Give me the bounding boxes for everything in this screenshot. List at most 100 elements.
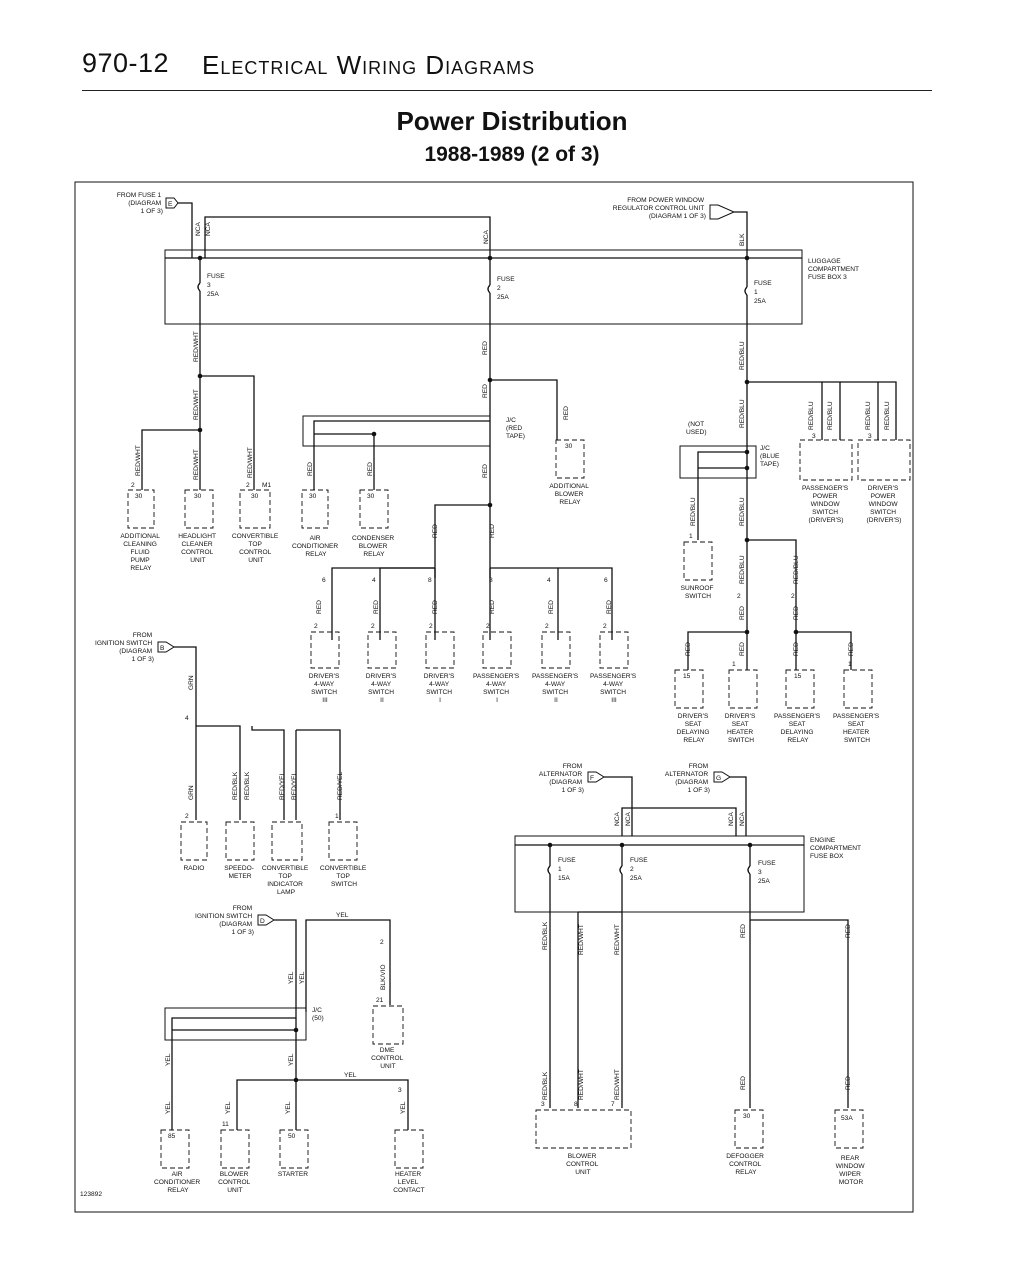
svg-text:BLOWER CONTROL UNI: BLOWER CONTROL UNIT [218, 1171, 252, 1194]
svg-text:FUSE: FUSE [497, 276, 515, 283]
svg-text:2: 2 [603, 623, 607, 630]
svg-text:2: 2 [246, 482, 250, 489]
wire-label-red: RED [739, 642, 746, 656]
component-convertible-top-switch: 1 CONVERTIBLE TOP SWITCH [320, 813, 367, 888]
svg-text:3: 3 [868, 433, 872, 440]
diagram-frame [74, 181, 914, 1213]
wire-label-red: RED [432, 524, 439, 538]
pin-7: 7 [611, 1101, 615, 1108]
component-passengers-4way-switch-i: 2 PASSENGER'S 4-WAY SWITCH I [473, 623, 520, 704]
wire-label-red: RED [848, 642, 855, 656]
wire-label-red-blu: RED/BLU [884, 401, 891, 430]
wire-label-red-blu: RED/BLU [865, 401, 872, 430]
connector-g-letter: G [716, 775, 721, 782]
connector-arrow-icon [709, 204, 736, 220]
wire-label-nca: NCA [625, 811, 632, 826]
svg-text:15: 15 [683, 673, 691, 680]
svg-text:1: 1 [848, 661, 852, 668]
wire-label-red-blu: RED/BLU [739, 341, 746, 370]
svg-text:2: 2 [497, 285, 501, 292]
wire-to-drv-pw [840, 381, 879, 440]
connector-g-icon [713, 771, 731, 783]
splice-dot [744, 465, 750, 471]
pin-6: 6 [604, 577, 608, 584]
component-additional-cleaning-relay: 2 30 ADDITIONAL CLEANING FLUID PUMP RELA… [120, 482, 160, 572]
pin-2: 2 [380, 939, 384, 946]
wire-label-nca: NCA [483, 229, 490, 244]
svg-text:M1: M1 [262, 482, 271, 489]
wire-label-red: RED [482, 384, 489, 398]
component-passengers-seat-heater-switch: 1 PASSENGER'S SEAT HEATER SWITCH [833, 661, 881, 744]
svg-text:30: 30 [309, 493, 317, 500]
wire-to-speedo [196, 725, 241, 820]
wire-label-red-wht: RED/WHT [135, 445, 142, 476]
wire-label-yel: YEL [288, 971, 295, 984]
wire-label-red: RED [489, 524, 496, 538]
wire-jc50-left [171, 1012, 297, 1130]
wire-nca-bridge [204, 216, 491, 258]
not-used-label: (NOT USED) [686, 421, 707, 436]
svg-text:1: 1 [558, 866, 562, 873]
component-drivers-4way-switch-iii: 2 DRIVER'S 4-WAY SWITCH III [309, 623, 340, 704]
wire-to-heater-level [296, 1079, 409, 1130]
svg-text:DRIVER'S SEAT DELA: DRIVER'S SEAT DELAYING RELAY [677, 713, 712, 744]
svg-text:1: 1 [754, 289, 758, 296]
svg-text:2: 2 [314, 623, 318, 630]
svg-text:2: 2 [131, 482, 135, 489]
svg-text:11: 11 [222, 1121, 229, 1128]
wire-red-wiper [750, 919, 849, 1108]
wire-label-red-wht: RED/WHT [614, 1069, 621, 1100]
wire-label-red: RED [548, 600, 555, 614]
wire-label-nca: NCA [195, 221, 202, 236]
connector-f-icon [587, 771, 605, 783]
wire-label-yel: YEL [344, 1072, 357, 1079]
svg-text:SUNROOF SWITCH: SUNROOF SWITCH [681, 585, 716, 600]
wire-label-red-wht: RED/WHT [193, 331, 200, 362]
svg-text:30: 30 [251, 493, 259, 500]
wire-label-yel: YEL [165, 1053, 172, 1066]
svg-text:FUSE: FUSE [630, 857, 648, 864]
jc-red-tape [302, 415, 491, 447]
svg-text:AIR CONDITIONER RE: AIR CONDITIONER RELAY [292, 535, 340, 558]
wire-label-nca: NCA [739, 811, 746, 826]
splice-dot [793, 629, 799, 635]
component-additional-blower-relay: 30 ADDITIONAL BLOWER RELAY [549, 439, 589, 506]
wire-to-conv-top [200, 375, 255, 490]
wire-jc-red [313, 420, 490, 455]
wire-pas-heater [795, 600, 852, 670]
wire-label-red: RED [793, 606, 800, 620]
wire-label-nca: NCA [614, 811, 621, 826]
component-drivers-power-window-switch: 3 DRIVER'S POWER WINDOW SWITCH (DRIVER'S… [857, 433, 911, 524]
wire-label-red-wht: RED/WHT [578, 924, 585, 955]
jc-red-tape-label: J/C (RED TAPE) [506, 417, 525, 440]
svg-text:HEATER LEVEL CONTA: HEATER LEVEL CONTACT [393, 1171, 424, 1194]
wire-fuse1-in [178, 202, 193, 258]
svg-text:25A: 25A [630, 875, 642, 882]
svg-text:CONVERTIBLE TOP IN: CONVERTIBLE TOP INDICATOR LAMP [262, 865, 310, 896]
svg-text:30: 30 [565, 443, 573, 450]
wire-to-blower-ctrl [236, 1079, 296, 1130]
page-header: 970-12 Electrical Wiring Diagrams [82, 46, 932, 94]
wire-to-pas-seat [747, 539, 797, 600]
jc-50-label: J/C (50) [312, 1007, 324, 1022]
connector-e-icon [165, 197, 179, 209]
svg-text:85: 85 [168, 1133, 176, 1140]
svg-text:PASSENGER'S SEAT H: PASSENGER'S SEAT HEATER SWITCH [833, 713, 881, 744]
wire-label-nca: NCA [728, 811, 735, 826]
wire-label-red-wht: RED/WHT [193, 389, 200, 420]
wire-to-conv-sw [296, 729, 341, 820]
component-radio: 2 RADIO [180, 813, 208, 872]
wire-label-red-yel: RED/YEL [337, 771, 344, 800]
component-blower-control-unit-2: BLOWER CONTROL UNIT [535, 1109, 632, 1176]
component-passengers-seat-delaying-relay: 15 PASSENGER'S SEAT DELAYING RELAY [774, 669, 821, 744]
svg-text:PASSENGER'S 4-WAY: PASSENGER'S 4-WAY SWITCH III [590, 673, 638, 704]
component-air-conditioner-relay-2: 85 AIR CONDITIONER RELAY [154, 1129, 200, 1194]
wire-alternator2 [730, 776, 747, 836]
component-ac-relay: 30 AIR CONDITIONER RELAY [292, 489, 340, 558]
wire-label-red-blu: RED/BLU [827, 401, 834, 430]
pin-8: 8 [574, 1101, 578, 1108]
connector-d-icon [257, 914, 275, 926]
fuse-2: FUSE 2 25A [487, 258, 515, 324]
svg-text:2: 2 [630, 866, 634, 873]
pin-4: 4 [547, 577, 551, 584]
